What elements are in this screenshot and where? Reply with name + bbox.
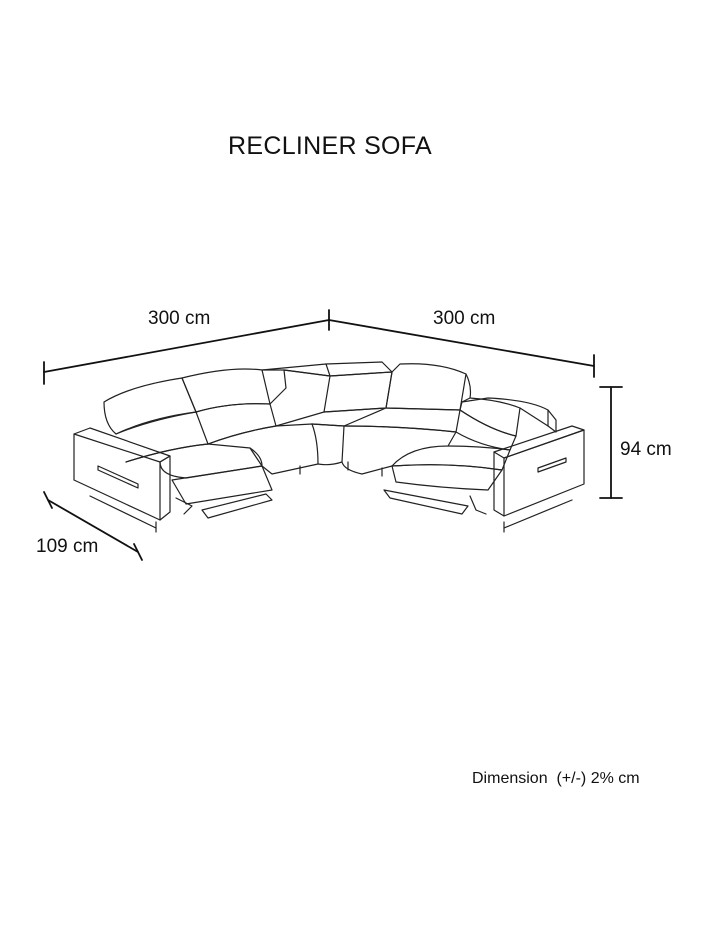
- dimension-tolerance-note: Dimension (+/-) 2% cm: [472, 770, 640, 787]
- right-armrest: [493, 425, 585, 533]
- left-middle-seat: [181, 368, 319, 475]
- dimension-line-depth: [43, 491, 143, 561]
- dimension-depth-label: 109 cm: [36, 536, 99, 557]
- corner-seat: [261, 361, 393, 471]
- right-middle-seat: [341, 363, 467, 477]
- dimension-height-label: 94 cm: [620, 439, 672, 460]
- dimension-line-right-width: [328, 319, 595, 378]
- dimension-left-width-label: 300 cm: [148, 308, 211, 329]
- left-armrest: [73, 427, 171, 533]
- dimension-line-height: [599, 386, 623, 499]
- dimension-right-width-label: 300 cm: [433, 308, 496, 329]
- right-back-cushion: [461, 397, 557, 433]
- diagram-title: RECLINER SOFA: [228, 132, 432, 160]
- right-outer-seat: [383, 373, 521, 515]
- left-outer-seat: [103, 377, 273, 519]
